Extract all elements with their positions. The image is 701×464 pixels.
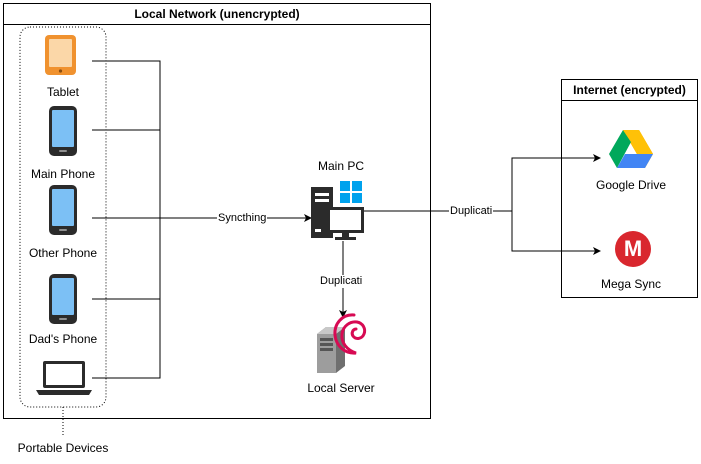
local-network-title: Local Network (unencrypted) bbox=[4, 4, 430, 25]
desktop-pc-icon bbox=[311, 187, 364, 240]
laptop-icon bbox=[36, 361, 92, 395]
server-icon bbox=[317, 327, 345, 373]
google-drive-label: Google Drive bbox=[595, 178, 667, 192]
device-bus bbox=[92, 60, 161, 379]
tablet-label: Tablet bbox=[46, 85, 80, 99]
syncthing-edge-label: Syncthing bbox=[217, 212, 268, 225]
duplicati-cloud-edge bbox=[363, 154, 601, 212]
internet-container: Internet (encrypted) bbox=[561, 79, 698, 298]
mega-logo-letter: M bbox=[623, 236, 643, 261]
duplicati-local-edge-label: Duplicati bbox=[319, 275, 364, 288]
portable-devices-label: Portable Devices bbox=[17, 441, 109, 455]
main-pc-label: Main PC bbox=[317, 159, 364, 173]
windows-logo-icon bbox=[340, 181, 362, 203]
internet-title: Internet (encrypted) bbox=[562, 80, 697, 101]
duplicati-cloud-edge-label: Duplicati bbox=[449, 205, 494, 218]
main-phone-label: Main Phone bbox=[30, 167, 96, 181]
phone-icon-main bbox=[49, 106, 77, 156]
phone-icon-dads bbox=[49, 274, 77, 324]
tablet-icon bbox=[45, 35, 76, 75]
mega-sync-label: Mega Sync bbox=[600, 277, 662, 291]
mega-logo-icon bbox=[615, 231, 651, 267]
dads-phone-label: Dad's Phone bbox=[28, 332, 98, 346]
local-server-label: Local Server bbox=[307, 381, 375, 395]
duplicati-mega-edge bbox=[511, 211, 601, 255]
other-phone-label: Other Phone bbox=[28, 246, 98, 260]
google-drive-icon bbox=[609, 130, 653, 168]
debian-logo-icon bbox=[333, 313, 367, 355]
phone-icon-other bbox=[49, 185, 77, 235]
portable-devices-group bbox=[19, 26, 107, 408]
